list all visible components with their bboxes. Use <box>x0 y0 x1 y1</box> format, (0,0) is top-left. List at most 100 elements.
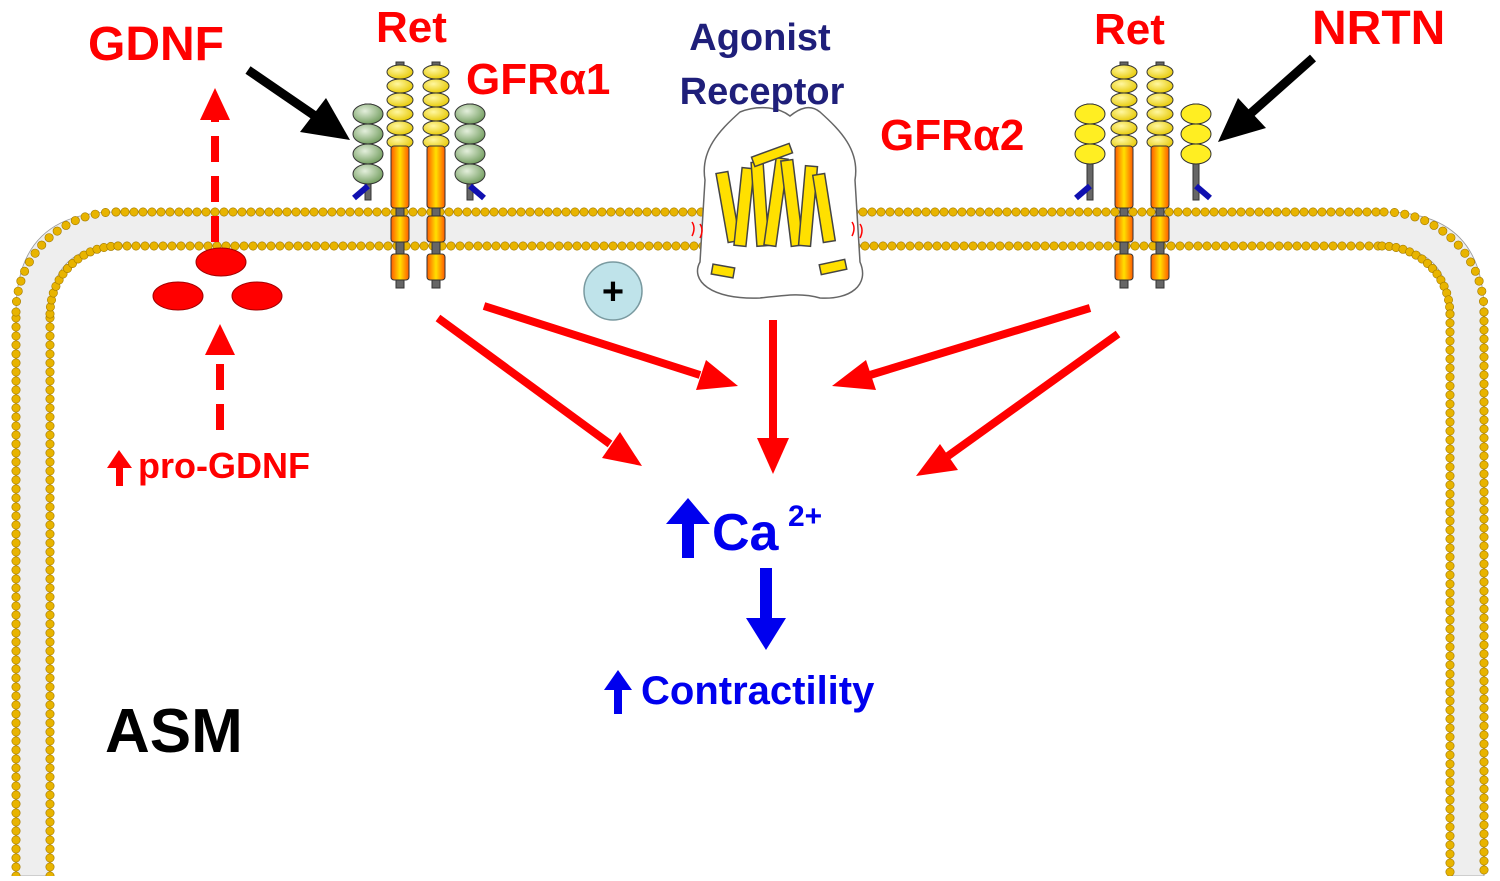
lipid-head <box>1479 676 1489 686</box>
lipid-head <box>1445 588 1455 598</box>
lipid-head <box>1445 597 1455 607</box>
lipid-head <box>1128 207 1138 217</box>
lipid-head <box>45 610 55 620</box>
lipid-head <box>869 241 879 251</box>
lipid-head <box>1479 325 1489 335</box>
lipid-head <box>11 358 21 368</box>
lipid-head <box>507 207 517 217</box>
lipid-head <box>1479 307 1489 317</box>
lipid-head <box>45 502 55 512</box>
lipid-head <box>1085 241 1095 251</box>
lipid-head <box>11 862 21 872</box>
lipid-head <box>858 207 868 217</box>
signal-arrow <box>868 304 1092 379</box>
lipid-head <box>525 207 535 217</box>
lipid-head <box>45 727 55 737</box>
lipid-head <box>1474 276 1484 286</box>
lipid-head <box>11 457 21 467</box>
lipid-head <box>1445 615 1455 625</box>
lipid-head <box>905 241 915 251</box>
gdnf-binding-arrow <box>245 66 321 122</box>
lipid-head <box>1479 829 1489 839</box>
lipid-head <box>284 241 294 251</box>
gfra1-label: GFRα1 <box>466 55 610 104</box>
asm-label: ASM <box>105 697 243 766</box>
lipid-head <box>1445 498 1455 508</box>
lipid-head <box>1479 856 1489 866</box>
lipid-head <box>1479 334 1489 344</box>
lipid-head <box>1479 451 1489 461</box>
lipid-head <box>318 207 328 217</box>
lipid-head <box>941 241 951 251</box>
lipid-head <box>948 207 958 217</box>
lipid-head <box>11 826 21 836</box>
lipid-head <box>1479 505 1489 515</box>
lipid-head <box>1265 241 1275 251</box>
lipid-head <box>1445 660 1455 670</box>
lipid-head <box>633 207 643 217</box>
lipid-head <box>606 207 616 217</box>
lipid-head <box>1074 207 1084 217</box>
lipid-head <box>1445 480 1455 490</box>
lipid-head <box>11 307 21 317</box>
lipid-head <box>1445 516 1455 526</box>
lipid-head <box>45 493 55 503</box>
lipid-head <box>651 207 661 217</box>
lipid-head <box>147 207 157 217</box>
lipid-head <box>1130 241 1140 251</box>
lipid-head <box>246 207 256 217</box>
lipid-head <box>921 207 931 217</box>
lipid-head <box>11 592 21 602</box>
lipid-head <box>581 241 591 251</box>
lipid-head <box>11 394 21 404</box>
lipid-head <box>1445 372 1455 382</box>
lipid-head <box>572 241 582 251</box>
lipid-head <box>1400 209 1410 219</box>
lipid-head <box>11 439 21 449</box>
lipid-head <box>1346 241 1356 251</box>
tm-domain <box>1114 215 1134 243</box>
lipid-head <box>1445 696 1455 706</box>
lipid-head <box>11 637 21 647</box>
lipid-head <box>957 207 967 217</box>
lipid-head <box>194 241 204 251</box>
lipid-head <box>1191 207 1201 217</box>
lipid-head <box>383 241 393 251</box>
lipid-head <box>930 207 940 217</box>
lipid-head <box>680 241 690 251</box>
lipid-head <box>545 241 555 251</box>
lipid-head <box>45 844 55 854</box>
lipid-head <box>11 754 21 764</box>
lipid-head <box>1218 207 1228 217</box>
lipid-head <box>37 240 47 250</box>
lipid-head <box>1004 241 1014 251</box>
lipid-head <box>11 466 21 476</box>
cadherin-domain <box>422 78 450 94</box>
gdnf-ellipse <box>195 247 247 277</box>
lipid-head <box>1182 207 1192 217</box>
lipid-head <box>45 646 55 656</box>
lipid-head <box>1175 241 1185 251</box>
lipid-head <box>1445 417 1455 427</box>
lipid-head <box>1022 241 1032 251</box>
lipid-head <box>45 403 55 413</box>
lipid-head <box>896 241 906 251</box>
lipid-head <box>45 709 55 719</box>
ret-chain <box>422 61 450 289</box>
lipid-head <box>1029 207 1039 217</box>
arrowhead <box>602 432 642 466</box>
lipid-head <box>45 835 55 845</box>
lipid-head <box>12 296 21 306</box>
gfra-domain <box>352 123 384 145</box>
lipid-head <box>1479 712 1489 722</box>
lipid-head <box>45 817 55 827</box>
lipid-head <box>1337 241 1347 251</box>
lipid-head <box>579 207 589 217</box>
gfra-domain <box>1180 123 1212 145</box>
lipid-head <box>45 700 55 710</box>
gfra-domain <box>352 163 384 185</box>
lipid-head <box>1103 241 1113 251</box>
lipid-head <box>1453 240 1463 250</box>
ret-chain <box>1146 61 1174 289</box>
lipid-head <box>1445 849 1455 859</box>
